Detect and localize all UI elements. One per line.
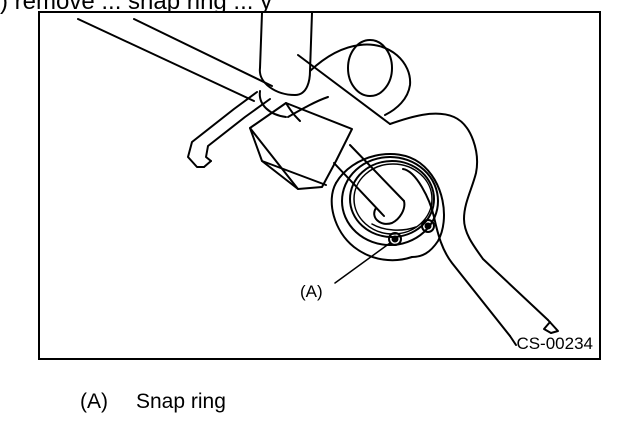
cut-off-instruction-text: ) remove ... snap ring ... y bbox=[0, 0, 640, 14]
figure-code: CS-00234 bbox=[516, 334, 593, 353]
legend-key: (A) bbox=[80, 390, 108, 413]
legend-text: Snap ring bbox=[136, 390, 226, 413]
callout-a-label: (A) bbox=[300, 282, 323, 301]
snap-ring-illustration bbox=[77, 13, 559, 346]
legend: (A) Snap ring bbox=[80, 390, 226, 414]
instruction-fragment: ) remove ... snap ring ... y bbox=[0, 0, 273, 14]
illustration-frame: (A) CS-00234 bbox=[38, 11, 601, 360]
